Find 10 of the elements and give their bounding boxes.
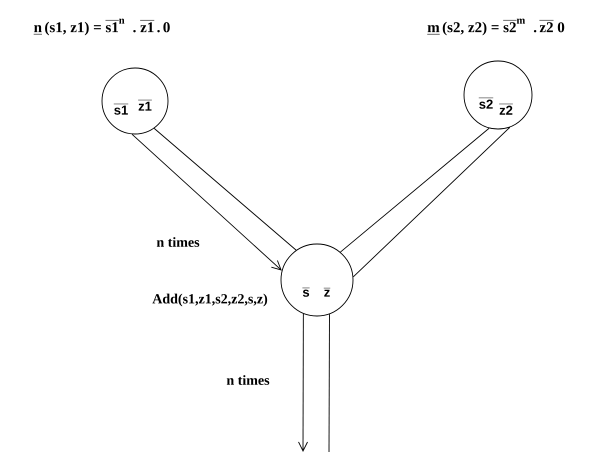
circle-node: $\overline{\textsf{\textbf{s1}}}$ $\overline{\textsf{\textbf{z1}}}$ <box>102 68 168 134</box>
circle-node: $\overline{\textsf{\textbf{s2}}}$ $\overline{\textsf{\textbf{z2}}}$ <box>464 60 532 130</box>
edge-label: n times <box>155 236 201 248</box>
edge-label: n times <box>225 374 271 386</box>
arrow <box>298 313 308 452</box>
node-caption: Add(s1,z1,s2,z2,s,z) <box>152 294 268 306</box>
circle-node: $\overline{\textsf{\textbf{s}}}$ $\overline{\textsf{\textbf{z}}}$ <box>280 244 354 316</box>
formula: $\underline{\textbf{n}}\,\textbf{(s1, z1)}\ \textbf{=}\ \overline{\textbf{s1}}^{\textbf{n}}\ \ \textbf{.}\ \overline{\textbf{z1}}\,\textbf{.}\,\textbf{0}$ <box>34 18 170 36</box>
arrow <box>132 134 282 271</box>
formula: $\underline{\textbf{m}}\,\textbf{(s2, z2)}\ \textbf{=}\ \overline{\textbf{s2}}^{\textbf{m}}\ \ \textbf{.}\,\overline{\textbf{z2}}\ \textbf{0}$ <box>427 18 564 36</box>
